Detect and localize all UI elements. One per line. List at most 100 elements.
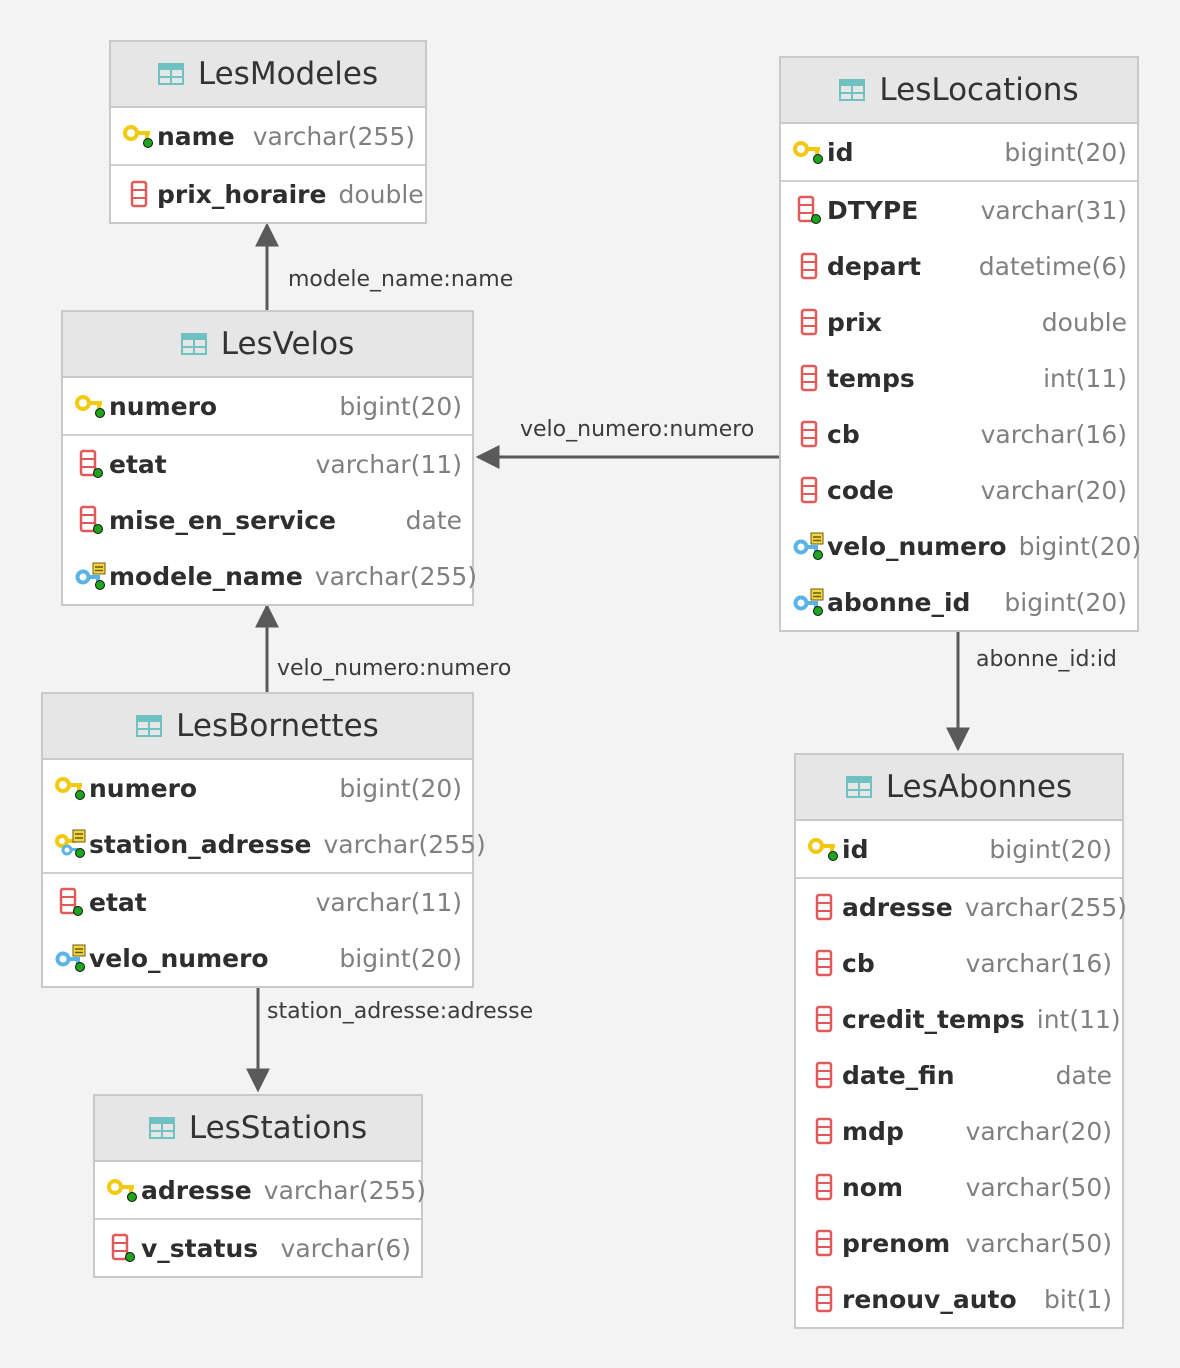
column-name: id [842,834,869,864]
primary-key-icon [806,821,842,877]
entity-header[interactable]: LesLocations [781,58,1137,124]
column-type: varchar(31) [980,195,1127,225]
column-name: prix [827,307,882,337]
entity-lesabonnes[interactable]: LesAbonnes id bigint(20) adresse varchar(255… [794,753,1127,1329]
column-name: mdp [842,1116,904,1146]
column-row[interactable]: renouv_auto bit(1) [796,1271,1122,1327]
column-name: renouv_auto [842,1284,1017,1314]
column-name: nom [842,1172,904,1202]
column-type: bigint(20) [1004,137,1127,167]
column-name: cb [827,419,860,449]
column-row[interactable]: cb varchar(16) [781,406,1137,462]
foreign-key-icon [53,930,89,986]
column-notnull-icon [73,492,109,548]
column-type: varchar(20) [965,1116,1112,1146]
column-type: varchar(255) [964,892,1128,922]
column-name: prix_horaire [157,179,327,209]
column-name: prenom [842,1228,951,1258]
column-type: bigint(20) [989,834,1112,864]
column-icon [791,294,827,350]
column-section: v_status varchar(6) [95,1218,421,1276]
edge-label-bornettes-to-stations: station_adresse:adresse [267,999,534,1024]
column-type: bigint(20) [339,773,462,803]
column-type: date [405,505,462,535]
entity-header[interactable]: LesStations [95,1096,421,1162]
primary-foreign-key-icon [53,816,89,872]
column-name: DTYPE [827,195,919,225]
column-row[interactable]: DTYPE varchar(31) [781,182,1137,238]
column-name: cb [842,948,875,978]
column-icon [791,406,827,462]
column-icon [791,238,827,294]
column-icon [806,1215,842,1271]
column-type: varchar(16) [965,948,1112,978]
column-icon [791,350,827,406]
foreign-key-icon [791,574,827,630]
entity-header[interactable]: LesVelos [63,312,472,378]
column-notnull-icon [53,874,89,930]
entity-header[interactable]: LesBornettes [43,694,472,760]
column-row[interactable]: cb varchar(16) [796,935,1122,991]
column-name: code [827,475,894,505]
edge-label-velos-to-modeles: modele_name:name [288,267,514,292]
column-type: varchar(6) [280,1233,411,1263]
column-name: abonne_id [827,587,971,617]
table-icon [839,79,866,101]
column-name: depart [827,251,921,281]
column-row[interactable]: v_status varchar(6) [95,1220,421,1276]
entity-header[interactable]: LesModeles [111,42,425,108]
column-name: v_status [141,1233,259,1263]
table-icon [148,1117,175,1139]
column-name: adresse [842,892,953,922]
column-name: etat [89,887,147,917]
column-name: credit_temps [842,1004,1025,1034]
table-icon [157,63,184,85]
column-type: varchar(255) [252,121,415,151]
primary-key-icon [105,1162,141,1218]
column-icon [806,1159,842,1215]
column-row[interactable]: adresse varchar(255) [796,879,1127,935]
primary-key-icon [53,760,89,816]
entity-title: LesBornettes [176,708,379,744]
column-row[interactable]: id bigint(20) [796,821,1122,877]
column-type: bit(1) [1043,1284,1112,1314]
column-icon [806,879,842,935]
column-type: varchar(16) [980,419,1127,449]
column-icon [806,1047,842,1103]
column-row[interactable]: mdp varchar(20) [796,1103,1122,1159]
entity-header[interactable]: LesAbonnes [796,755,1122,821]
